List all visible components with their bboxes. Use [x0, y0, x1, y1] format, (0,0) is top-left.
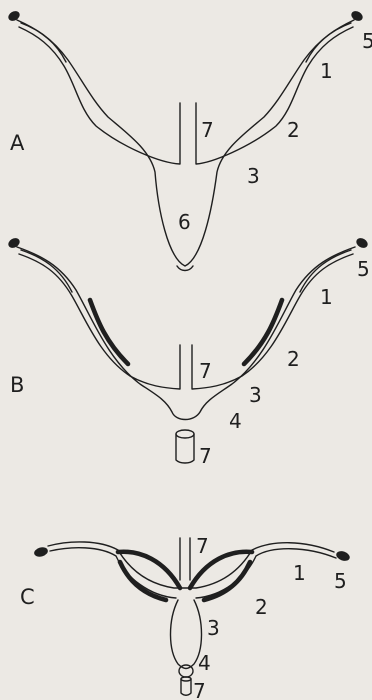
- panel-c-right-ovary: [335, 549, 351, 562]
- panel-a-label-6: 6: [178, 210, 191, 234]
- panel-c-label-2: 2: [255, 595, 268, 619]
- panel-c-label-1: 1: [293, 561, 306, 585]
- panel-b-label-2: 2: [287, 347, 300, 371]
- panel-b-label-7-upper: 7: [199, 359, 212, 383]
- panel-c-label-3: 3: [207, 616, 220, 640]
- panel-a-label-1: 1: [320, 59, 333, 83]
- panel-a-inner-contour-right: [196, 27, 353, 164]
- panel-b: B 5 1 2 3 4 7 7: [7, 236, 370, 468]
- panel-a-label-7: 7: [201, 118, 214, 142]
- panel-c-right-wall: [204, 562, 250, 600]
- panel-b-label-3: 3: [249, 383, 262, 407]
- panel-b-label-1: 1: [320, 285, 333, 309]
- panel-c-cervix: [171, 600, 202, 669]
- panel-c-inner-contour-right: [196, 549, 336, 598]
- panel-b-label-7-lower: 7: [199, 444, 212, 468]
- panel-b-vagina-top: [176, 430, 194, 438]
- panel-c-letter: C: [20, 585, 35, 609]
- panel-c-label-5: 5: [334, 569, 347, 593]
- panel-a-label-3: 3: [247, 164, 260, 188]
- panel-c-segment-4: [179, 665, 193, 677]
- panel-a-letter: A: [10, 131, 25, 155]
- panel-c-left-ovary: [33, 546, 49, 558]
- panel-c-septum: [180, 538, 190, 580]
- panel-b-right-ovary: [355, 236, 370, 250]
- panel-a: A 5 1 2 3 6 7: [7, 9, 372, 270]
- panel-c-vagina-top: [181, 677, 191, 681]
- panel-b-label-5: 5: [357, 257, 370, 281]
- panel-b-left-wall: [90, 300, 128, 364]
- panel-b-letter: B: [10, 373, 24, 397]
- panel-c-left-horn: [118, 552, 180, 588]
- panel-a-label-5: 5: [362, 29, 372, 53]
- panel-a-label-2: 2: [287, 118, 300, 142]
- panel-b-outer-contour: [17, 247, 355, 420]
- panel-c-label-7-upper: 7: [196, 534, 209, 558]
- panel-a-inner-contour: [19, 27, 180, 164]
- panel-c-inner-contour: [50, 548, 176, 598]
- panel-c-label-4: 4: [198, 651, 211, 675]
- panel-b-right-wall: [244, 300, 282, 364]
- panel-b-label-4: 4: [229, 409, 242, 433]
- panel-c: C 5 1 2 3 4 7 7: [20, 534, 351, 700]
- panel-c-label-7-lower: 7: [193, 679, 206, 700]
